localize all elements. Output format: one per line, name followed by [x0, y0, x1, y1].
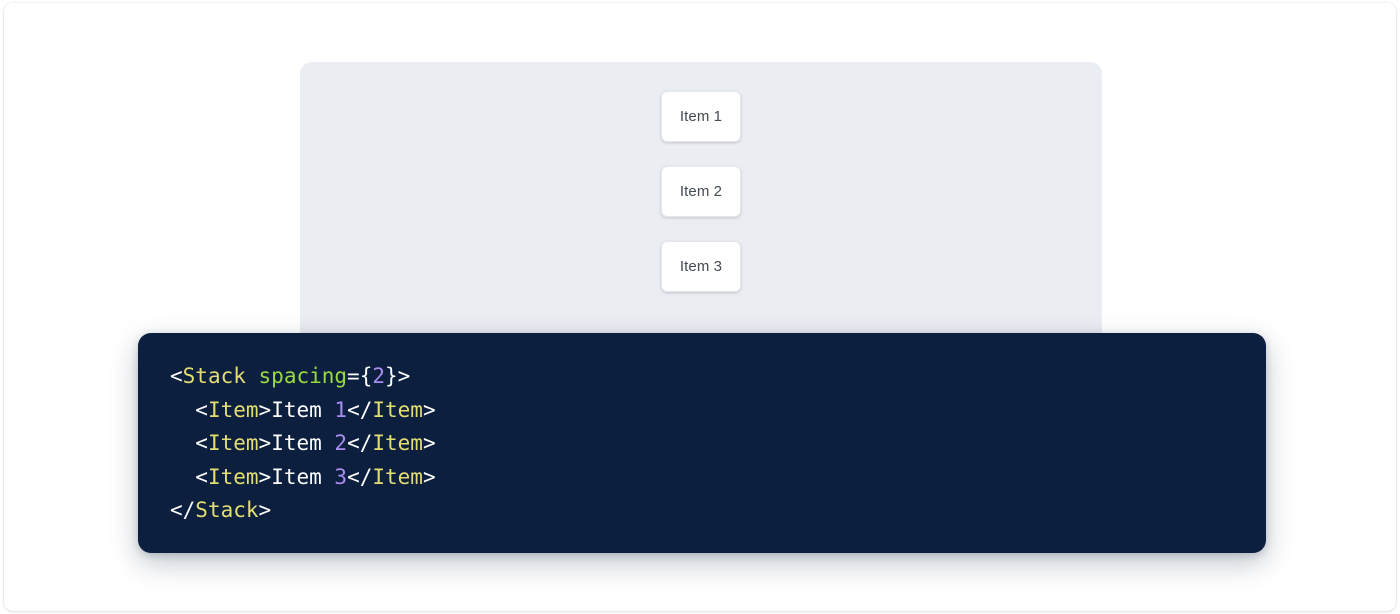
code-token-tag: Item — [372, 431, 423, 456]
stack-item[interactable]: Item 3 — [661, 241, 741, 292]
code-token-punct: > — [258, 431, 272, 456]
code-token-tag: Item — [372, 397, 423, 422]
stack-item[interactable]: Item 1 — [661, 91, 741, 142]
stack-item-label: Item 2 — [679, 183, 723, 200]
code-token-punct: < — [195, 431, 208, 456]
code-token-punct: </ — [170, 498, 196, 523]
code-token-punct: > — [422, 431, 436, 456]
code-block[interactable]: <Stack spacing={2}> <Item>Item 1</Item> … — [170, 360, 436, 528]
code-token-punct: > — [258, 397, 272, 422]
code-token-punct: > — [422, 464, 436, 489]
code-token-punct: </ — [347, 431, 373, 456]
code-token-num: 1 — [334, 397, 348, 422]
code-token-text: Item — [271, 464, 335, 489]
code-token-text — [246, 364, 259, 388]
stack-container: Item 1 Item 2 Item 3 — [300, 62, 1102, 292]
code-token-tag: Stack — [182, 364, 246, 388]
code-token-text: Item — [271, 397, 335, 422]
code-token-punct: > — [397, 364, 411, 388]
code-token-punct: > — [422, 397, 436, 422]
code-token-punct: < — [195, 464, 208, 489]
code-snippet-panel: <Stack spacing={2}> <Item>Item 1</Item> … — [138, 333, 1266, 553]
stack-item-label: Item 1 — [679, 108, 723, 125]
code-token-punct: </ — [347, 397, 373, 422]
code-token-text: Item — [271, 431, 335, 456]
code-token-num: 2 — [334, 431, 348, 456]
code-token-tag: Stack — [195, 498, 259, 523]
code-token-punct: = — [347, 364, 360, 388]
code-token-punct: > — [258, 464, 272, 489]
code-token-tag: Item — [207, 431, 259, 456]
stack-item-label: Item 3 — [679, 258, 723, 275]
code-token-tag: Item — [207, 464, 259, 489]
code-token-tag: Item — [207, 397, 259, 422]
code-token-num: 3 — [334, 464, 348, 489]
code-token-punct: { — [359, 364, 373, 388]
code-token-num: 2 — [372, 364, 386, 388]
code-token-punct: < — [170, 364, 183, 388]
stack-item[interactable]: Item 2 — [661, 166, 741, 217]
code-token-punct: < — [195, 397, 208, 422]
code-token-tag: Item — [372, 464, 423, 489]
component-preview-surface: Item 1 Item 2 Item 3 — [300, 62, 1102, 347]
code-token-punct: } — [385, 364, 398, 388]
code-token-punct: > — [258, 498, 272, 523]
code-token-punct: </ — [347, 464, 373, 489]
code-token-attr: spacing — [258, 364, 348, 388]
